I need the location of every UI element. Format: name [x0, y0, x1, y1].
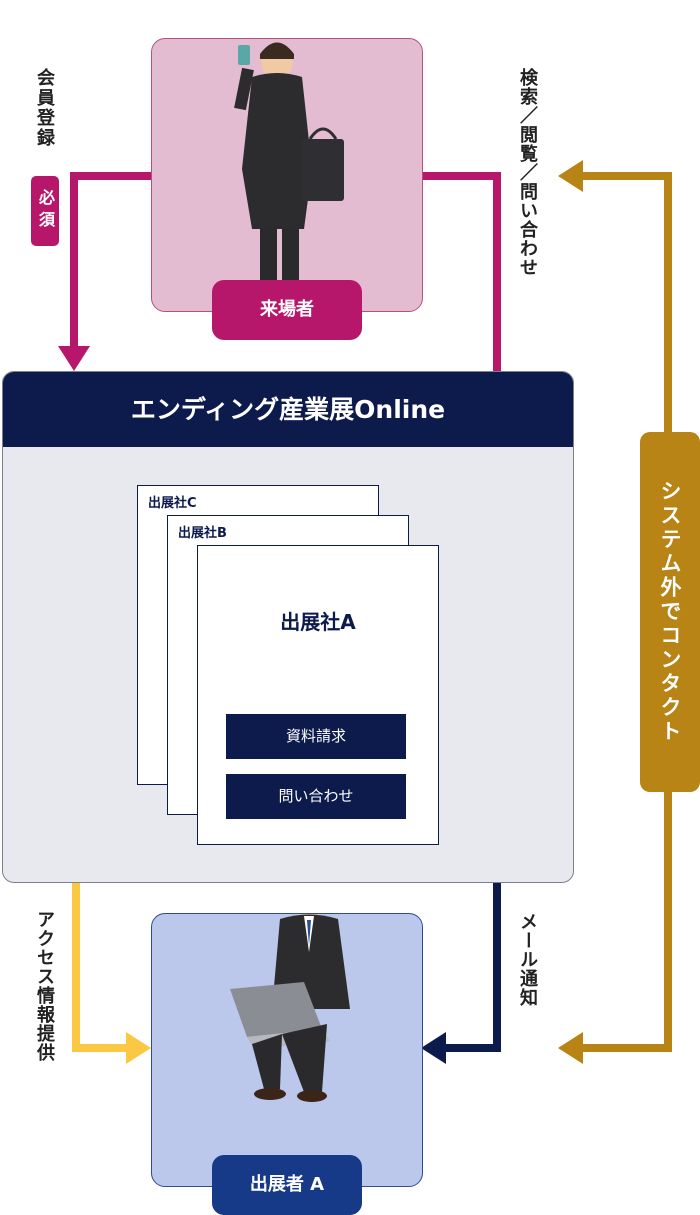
exhibitor-card-b-label: 出展社B — [178, 526, 227, 541]
visitor-panel — [151, 38, 423, 312]
search-browse-contact-label: 検索／閲覧／問い合わせ — [517, 68, 538, 277]
external-contact-label: システム外でコンタクト — [640, 432, 700, 792]
required-badge: 必須 — [31, 176, 59, 246]
access-info-label: アクセス情報提供 — [34, 910, 55, 1062]
access-info-arrow — [72, 882, 130, 1052]
mail-notice-arrowhead — [421, 1032, 446, 1064]
external-contact-arrowhead-top — [558, 160, 583, 192]
mail-notice-arrow — [446, 882, 501, 1052]
online-platform-window: エンディング産業展Online 出展社C 出展社B 出展社A 資料請求 問い合わ… — [2, 371, 574, 883]
exhibitor-card-a-title: 出展社A — [280, 610, 356, 634]
exhibitor-panel — [151, 879, 423, 1187]
registration-arrow — [70, 172, 151, 350]
mail-notice-label: メール通知 — [517, 912, 538, 1007]
platform-title: エンディング産業展Online — [3, 372, 573, 447]
inquiry-button[interactable]: 問い合わせ — [226, 774, 406, 819]
registration-arrowhead — [58, 346, 90, 371]
exhibitor-person-icon — [230, 879, 350, 1102]
exhibitor-card-c-label: 出展社C — [148, 496, 197, 511]
exhibitor-label: 出展者 A — [212, 1155, 362, 1215]
visitor-label: 来場者 — [212, 280, 362, 340]
visitor-person-icon — [234, 42, 344, 304]
exhibitor-card-a[interactable]: 出展社A 資料請求 問い合わせ — [197, 545, 439, 845]
external-contact-arrowhead-bottom — [558, 1032, 583, 1064]
request-materials-button[interactable]: 資料請求 — [226, 714, 406, 759]
registration-label: 会員登録 — [34, 68, 55, 148]
access-info-arrowhead — [126, 1032, 151, 1064]
